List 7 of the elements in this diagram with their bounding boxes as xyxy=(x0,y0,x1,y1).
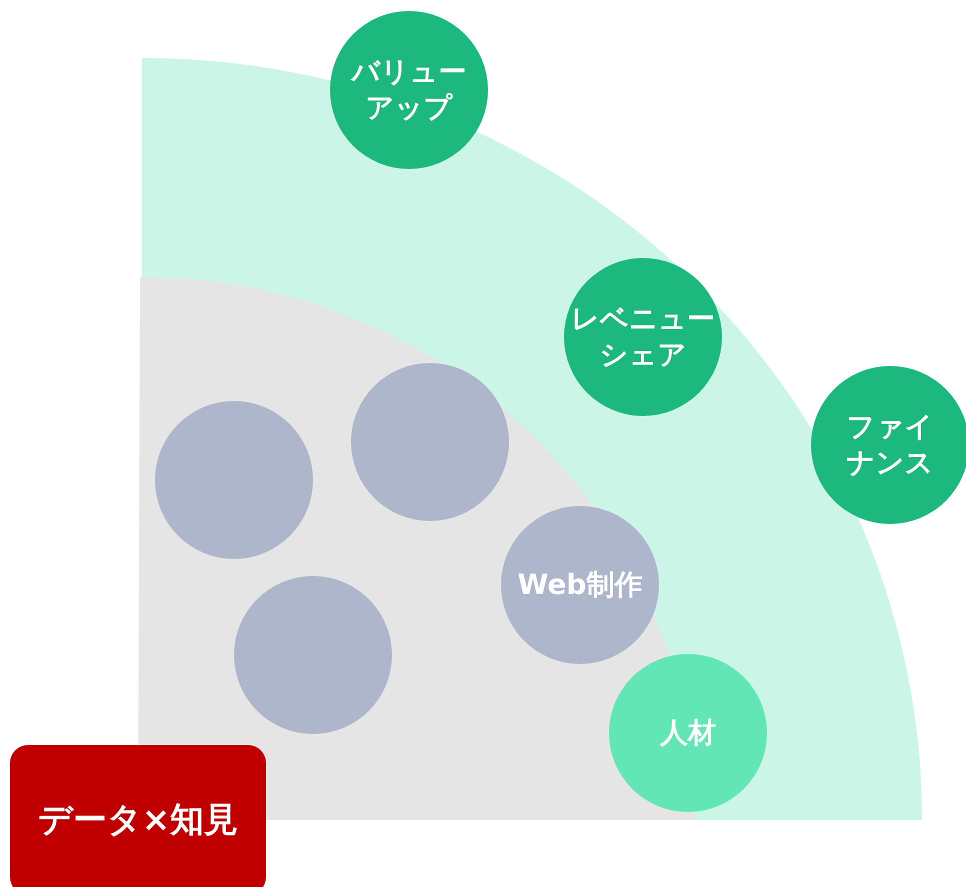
node-label: Web制作 xyxy=(518,566,642,603)
node-label: 人材 xyxy=(660,714,716,751)
label-box xyxy=(10,745,266,887)
node-label: ファイナンス xyxy=(845,408,934,481)
node-label: レベニューシェア xyxy=(570,300,716,373)
node-label: バリューアップ xyxy=(350,54,468,126)
node-label: データ×知見 xyxy=(38,798,238,842)
